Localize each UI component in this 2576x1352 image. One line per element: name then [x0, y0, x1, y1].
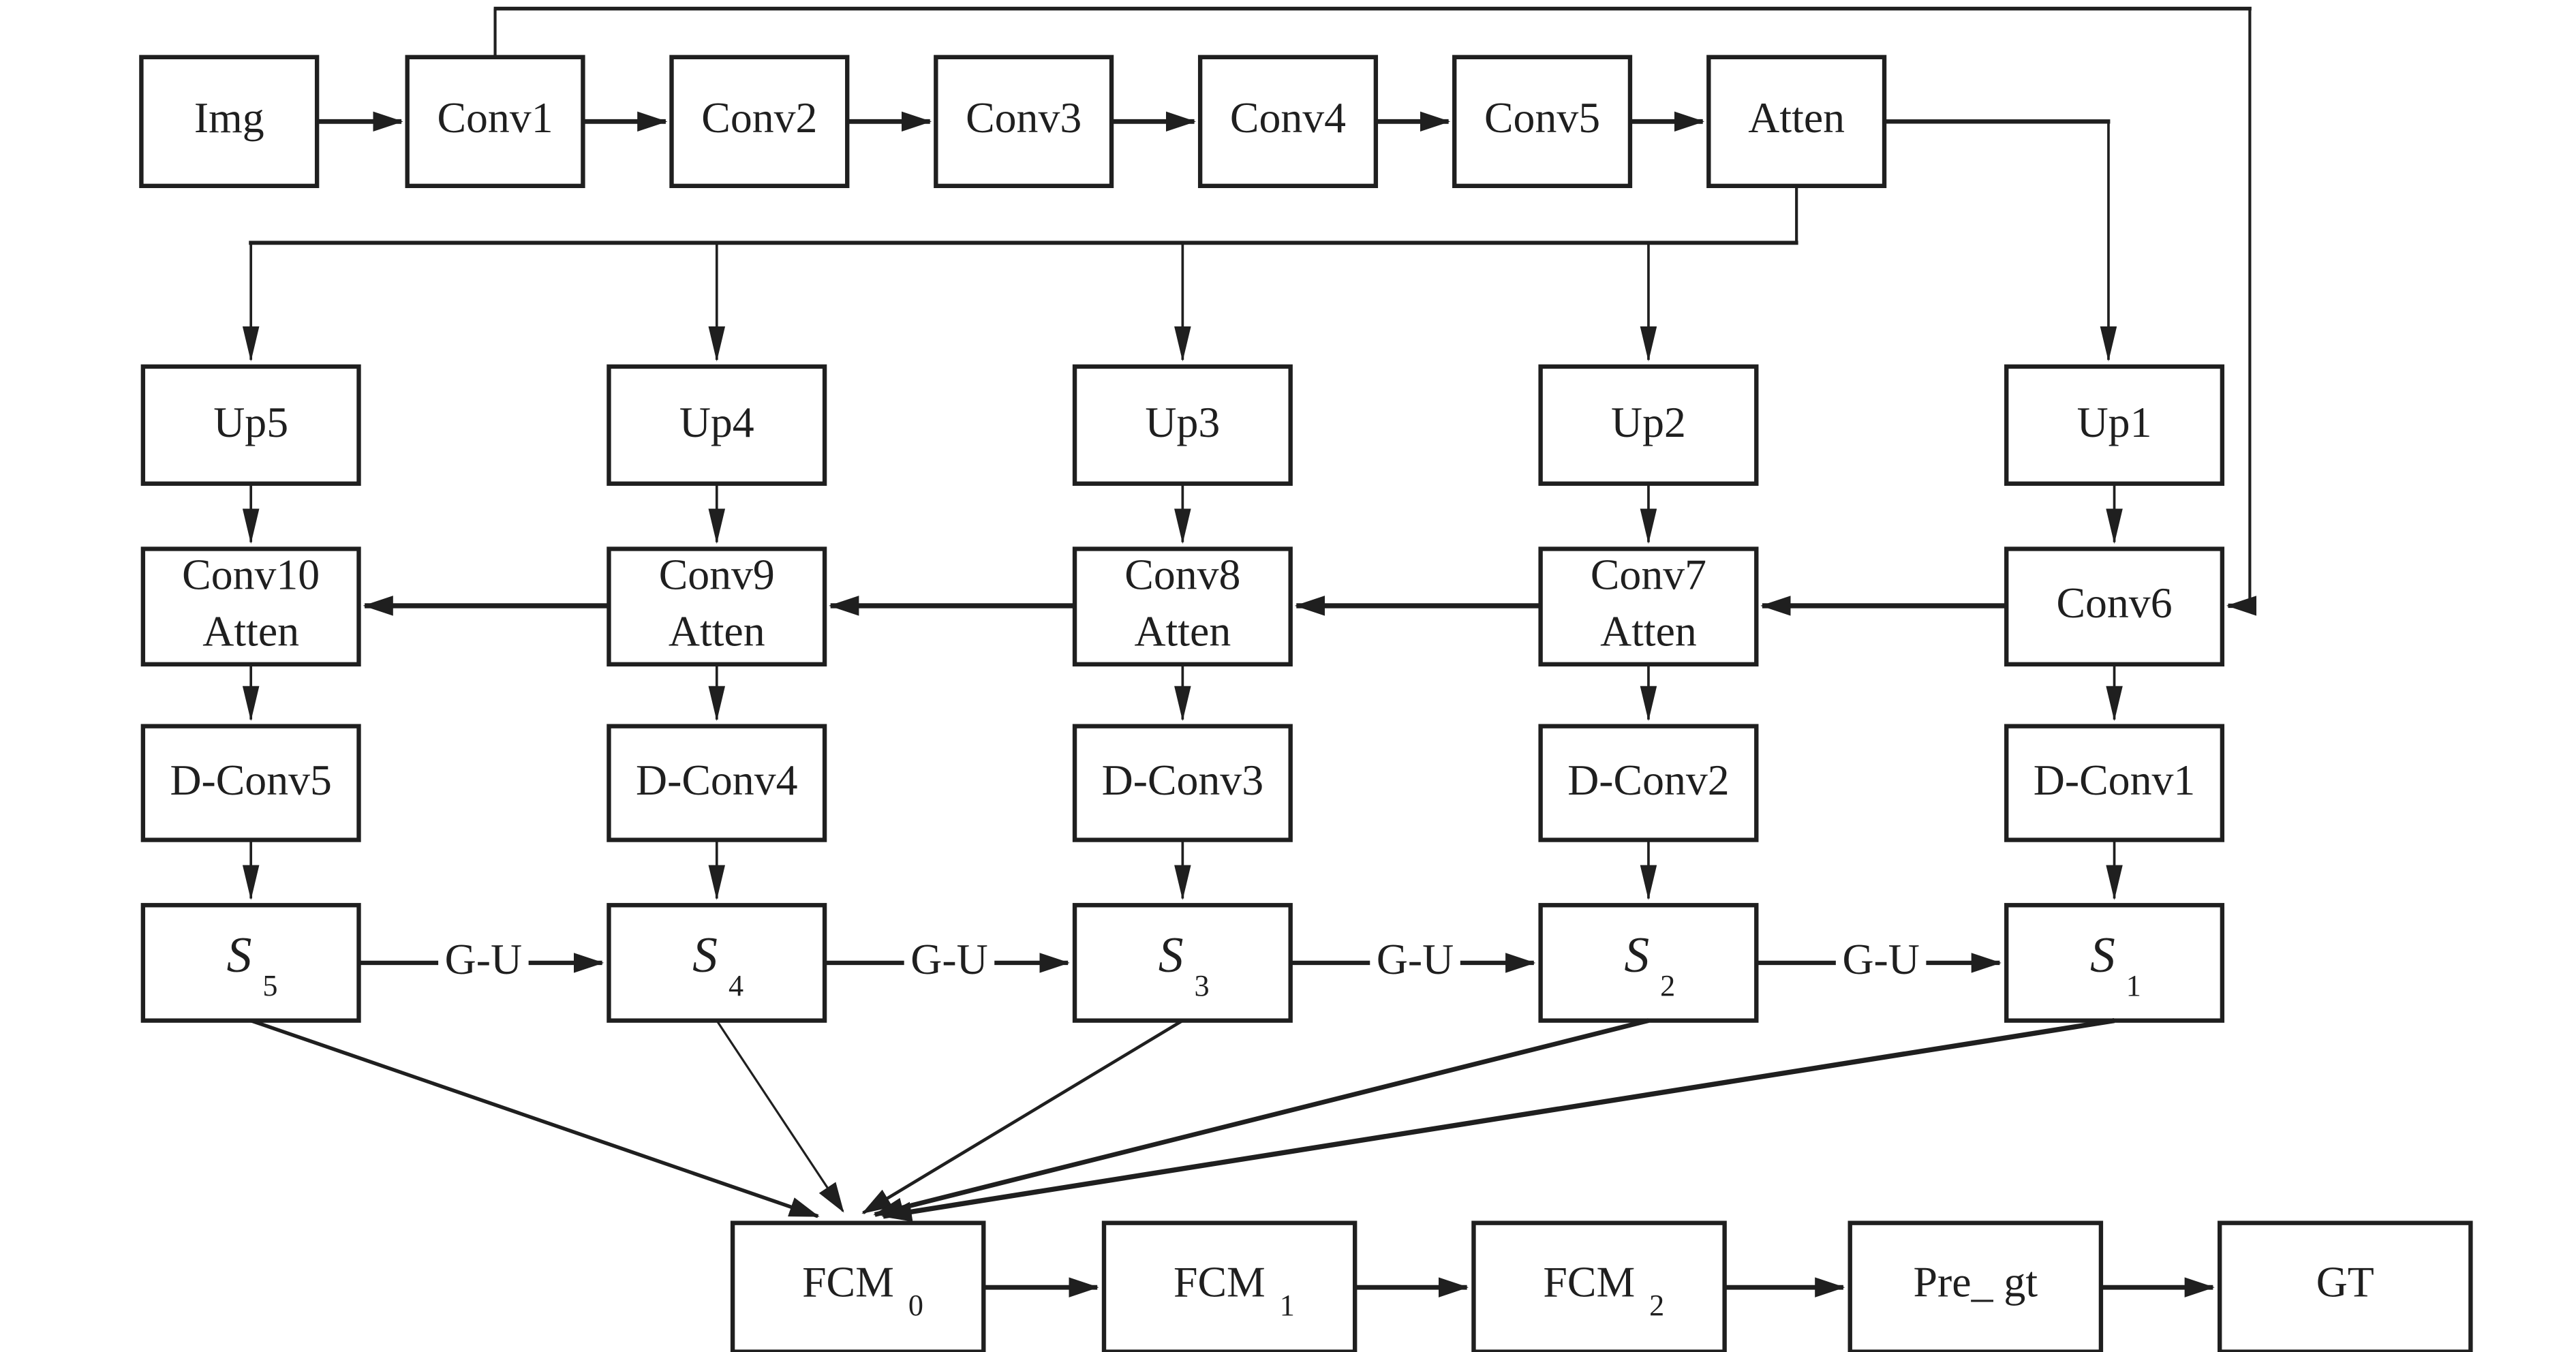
box-conv1 [405, 55, 585, 189]
box-up3 [1072, 364, 1293, 486]
box-dconv5 [140, 724, 361, 842]
label-s4-sub: 4 [729, 969, 743, 1002]
label-conv10-line2: Atten [202, 607, 299, 656]
up-row: Up5 Up4 Up3 Up2 Up1 [140, 364, 2225, 544]
label-s2-sub: 2 [1660, 969, 1675, 1002]
label-conv9-line1: Conv9 [659, 550, 775, 598]
arrow-s1-fcm0 [881, 1018, 2115, 1222]
label-up2: Up2 [1611, 398, 1686, 446]
box-conv5 [1452, 55, 1633, 189]
box-conv4 [1197, 55, 1379, 189]
label-conv4: Conv4 [1230, 93, 1346, 142]
box-dconv4 [607, 724, 827, 842]
label-s5-sub: 5 [262, 969, 277, 1002]
label-gt: GT [2316, 1258, 2374, 1306]
label-conv8-line2: Atten [1134, 607, 1231, 656]
fusion-arrows [250, 1018, 2115, 1222]
label-s3-sub: 3 [1195, 969, 1210, 1002]
label-dconv5: D-Conv5 [170, 756, 331, 804]
label-up1: Up1 [2077, 398, 2152, 446]
label-atten: Atten [1748, 93, 1845, 142]
box-s2 [1538, 903, 1759, 1023]
label-up4: Up4 [679, 398, 754, 446]
bottom-row: FCM 0 FCM 1 FCM 2 Pre_ gt GT [730, 1220, 2473, 1352]
box-conv2 [669, 55, 850, 189]
label-fcm2-sub: 2 [1649, 1289, 1664, 1322]
label-dconv4: D-Conv4 [636, 756, 797, 804]
arrow-s2-fcm0 [873, 1018, 1649, 1218]
saliency-row: S 5 S 4 S 3 S 2 S 1 G-U G-U G-U G-U [140, 903, 2225, 1023]
label-img: Img [194, 93, 264, 142]
box-conv8-atten [1072, 547, 1293, 667]
label-conv10-line1: Conv10 [182, 550, 320, 598]
box-s1 [2004, 903, 2225, 1023]
box-img [139, 55, 320, 189]
label-conv8-line1: Conv8 [1124, 550, 1240, 598]
box-up2 [1538, 364, 1759, 486]
box-dconv1 [2004, 724, 2225, 842]
label-gu-4: G-U [1842, 935, 1919, 983]
label-fcm2: FCM [1543, 1258, 1635, 1306]
label-s2: S [1624, 927, 1649, 983]
label-up3: Up3 [1145, 398, 1220, 446]
label-pre-gt: Pre_ gt [1914, 1258, 2038, 1306]
label-dconv2: D-Conv2 [1567, 756, 1729, 804]
label-fcm1: FCM [1174, 1258, 1266, 1306]
label-gu-1: G-U [445, 935, 522, 983]
decoder-row: Conv10 Atten Conv9 Atten Conv8 Atten Con… [140, 547, 2225, 722]
box-up5 [140, 364, 361, 486]
box-dconv3 [1072, 724, 1293, 842]
label-conv6: Conv6 [2056, 579, 2172, 627]
label-conv9-line2: Atten [669, 607, 765, 656]
label-conv7-line2: Atten [1600, 607, 1697, 656]
label-conv7-line1: Conv7 [1591, 550, 1706, 598]
arrow-s3-fcm0 [861, 1019, 1184, 1214]
label-conv1: Conv1 [437, 93, 553, 142]
box-dconv2 [1538, 724, 1759, 842]
dconv-row: D-Conv5 D-Conv4 D-Conv3 D-Conv2 D-Conv1 [140, 724, 2225, 900]
box-fcm0 [730, 1220, 986, 1352]
label-dconv1: D-Conv1 [2034, 756, 2195, 804]
label-fcm0-sub: 0 [908, 1289, 923, 1322]
arrow-s5-fcm0 [250, 1019, 820, 1218]
skip-route-conv1-conv6 [493, 6, 2257, 616]
box-up1 [2004, 364, 2225, 486]
label-s5: S [227, 927, 252, 983]
label-s1-sub: 1 [2126, 969, 2141, 1002]
label-up5: Up5 [213, 398, 288, 446]
label-fcm1-sub: 1 [1280, 1289, 1295, 1322]
label-s4: S [692, 927, 718, 983]
arrow-s4-fcm0 [716, 1019, 844, 1213]
label-conv2: Conv2 [701, 93, 817, 142]
box-s4 [607, 903, 827, 1023]
box-up4 [607, 364, 827, 486]
atten-fanout [242, 119, 2117, 362]
box-conv7-atten [1538, 547, 1759, 667]
encoder-row: Img Conv1 Conv2 Conv3 Conv4 Conv5 Atten [139, 55, 1887, 189]
label-fcm0: FCM [802, 1258, 894, 1306]
label-conv5: Conv5 [1484, 93, 1600, 142]
label-s3: S [1159, 927, 1184, 983]
label-gu-3: G-U [1377, 935, 1454, 983]
label-dconv3: D-Conv3 [1102, 756, 1263, 804]
label-gu-2: G-U [910, 935, 987, 983]
label-s1: S [2090, 927, 2115, 983]
box-pre-gt [1847, 1220, 2104, 1352]
label-conv3: Conv3 [966, 93, 1082, 142]
